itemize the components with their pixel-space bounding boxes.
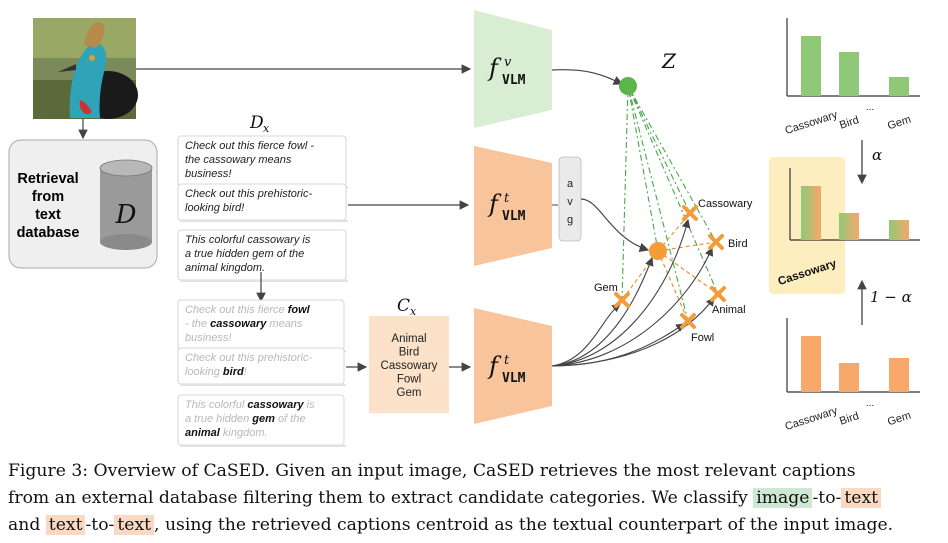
text-encoder-top: f t VLM [474,146,552,266]
svg-text:t: t [504,191,510,206]
svg-text:VLM: VLM [502,209,526,224]
caption-line-3: and text-to-text, using the retrieved ca… [8,515,894,535]
text-highlight: text [45,515,86,535]
caption-line-2: from an external database filtering them… [8,485,942,512]
bar-label: ... [866,398,874,409]
z-label: Z [661,49,677,73]
svg-text:This colorful cassowary isa tr: This colorful cassowary isa true hidden … [185,399,315,439]
svg-text:x: x [410,305,417,318]
svg-text:Check out this prehistoric-loo: Check out this prehistoric-looking bird! [185,352,312,378]
category-embedding-point: Animal [710,286,746,316]
svg-text:VLM: VLM [502,73,526,88]
bar-label: Gem [886,410,912,429]
text-encoder-bottom: f t VLM [474,308,552,424]
similarity-lines-text [621,212,719,322]
alpha-label: α [872,146,882,164]
figure-caption: Figure 3: Overview of CaSED. Given an in… [8,458,942,539]
svg-text:x: x [263,122,270,135]
image-highlight: image [753,488,813,508]
category-embedding-point: Gem [594,282,630,308]
category-label: Animal [712,304,746,316]
caption-centroid-point [649,242,667,260]
text-highlight: text [114,515,155,535]
svg-text:v: v [504,55,512,70]
retrieved-caption: Check out this fierce fowl -the cassowar… [177,135,348,188]
filtered-caption: Check out this prehistoric-looking bird! [177,347,346,386]
input-image [33,18,138,119]
one-minus-alpha-label: 1 − α [870,288,912,306]
combined-scores: Cassowary [769,157,920,294]
image-embedding-point [619,77,637,95]
category-label: Cassowary [698,198,753,210]
bar-label: Cassowary [784,405,840,433]
vision-encoder: f v VLM [474,10,552,128]
category-embedding-point: Fowl [680,313,714,344]
filtered-caption: Check out this fierce fowl- the cassowar… [177,299,346,352]
svg-text:This colorful cassowary isa tr: This colorful cassowary isa true hidden … [185,234,311,274]
category-label: Fowl [691,332,714,344]
svg-text:t: t [504,353,510,368]
dx-label: D x [249,113,270,135]
svg-text:Check out this fierce fowl- th: Check out this fierce fowl- the cassowar… [185,304,311,344]
database-icon: D [99,159,153,250]
svg-text:VLM: VLM [502,371,526,386]
svg-text:Check out this prehistoric-loo: Check out this prehistoric-looking bird! [185,188,312,214]
category-embedding-arrows [551,218,715,367]
category-label: Bird [728,238,748,250]
text-highlight: text [841,488,882,508]
bar-label: Bird [838,114,860,131]
caption-line-1: Figure 3: Overview of CaSED. Given an in… [8,461,856,481]
bar-label: Gem [886,114,912,133]
database-symbol: D [115,200,137,230]
svg-text:C: C [397,296,410,316]
bar-label: Cassowary [784,109,840,137]
cx-label: C x [397,296,417,318]
bar-label: ... [866,102,874,113]
category-embedding-point: Bird [708,234,748,250]
svg-text:D: D [249,113,264,133]
similarity-lines-image [621,85,719,322]
category-embedding-point: Cassowary [682,198,753,221]
svg-text:Check out this fierce fowl -th: Check out this fierce fowl -the cassowar… [185,140,314,180]
retrieved-caption: Check out this prehistoric-looking bird! [177,183,348,222]
bar-label: Bird [838,410,860,427]
svg-text:avg: avg [567,178,574,226]
category-label: Gem [594,282,618,294]
